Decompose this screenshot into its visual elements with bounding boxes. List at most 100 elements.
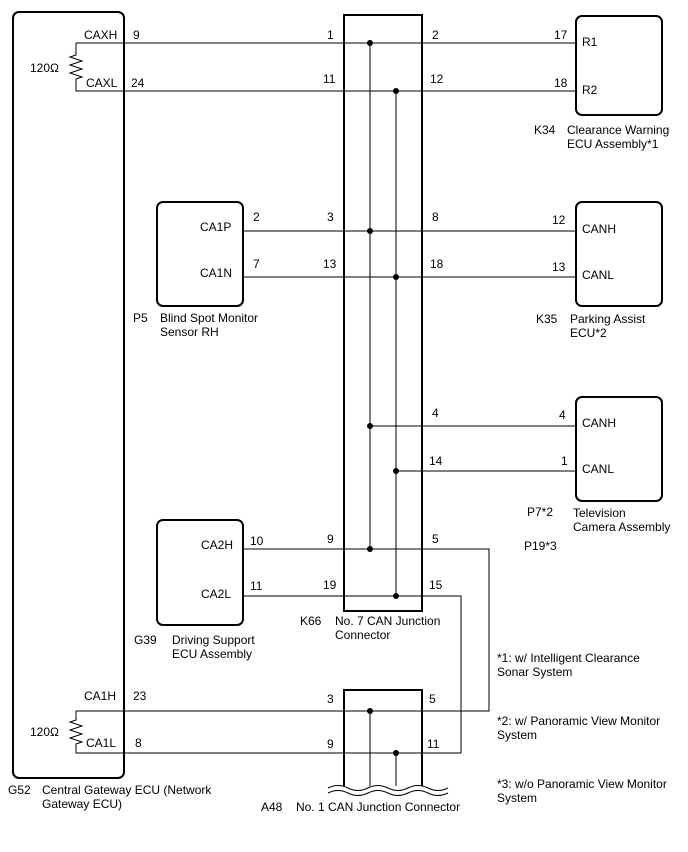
pin-name-ca1h: CA1H xyxy=(84,689,116,703)
pin-name-ca1n: CA1N xyxy=(200,266,232,280)
component-name-a48: No. 1 CAN Junction Connector xyxy=(296,800,460,814)
junction-dot xyxy=(367,40,373,46)
pin-number-ca1h: 23 xyxy=(133,689,147,703)
resistor-value-label: 120Ω xyxy=(30,61,59,75)
component-code-g52: G52 xyxy=(8,783,31,797)
junction-dot xyxy=(367,423,373,429)
no1-can-junction-box xyxy=(343,689,423,786)
junction-dot xyxy=(367,228,373,234)
ca1h-ca1l-terminating-resistor xyxy=(68,710,124,754)
k66-pin-18: 18 xyxy=(430,257,444,271)
pin-name-r2: R2 xyxy=(582,83,598,97)
resistor-value-label: 120Ω xyxy=(30,725,59,739)
pin-number-parking-canh: 12 xyxy=(552,213,566,227)
k66-pin-11: 11 xyxy=(323,72,336,86)
component-name-blind-spot-line2: Sensor RH xyxy=(160,325,219,339)
parking-assist-ecu-box xyxy=(575,201,663,307)
pin-number-ca1n: 7 xyxy=(253,257,260,271)
pin-number-ca2l: 11 xyxy=(250,579,263,593)
component-code-p19: P19*3 xyxy=(524,539,557,553)
component-name-parking-assist-line2: ECU*2 xyxy=(570,326,607,340)
pin-number-caxl: 24 xyxy=(131,76,145,90)
junction-dot xyxy=(393,88,399,94)
component-code-k34: K34 xyxy=(534,123,556,137)
a48-pin-11: 11 xyxy=(427,737,440,751)
pin-number-camera-canh: 4 xyxy=(559,408,566,422)
k66-pin-5: 5 xyxy=(432,532,439,546)
television-camera-box xyxy=(575,396,663,502)
component-code-a48: A48 xyxy=(261,800,283,814)
pin-name-camera-canl: CANL xyxy=(582,462,614,476)
component-name-k66-line2: Connector xyxy=(335,628,390,642)
k66-pin-4: 4 xyxy=(432,406,439,420)
pin-number-parking-canl: 13 xyxy=(552,260,566,274)
central-gateway-ecu-box xyxy=(12,11,125,779)
driving-support-ecu-box xyxy=(156,519,244,626)
note-3: *3: w/o Panoramic View Monitor xyxy=(497,777,667,791)
component-name-central-gateway-line2: Gateway ECU) xyxy=(42,797,122,811)
pin-number-r2: 18 xyxy=(554,76,568,90)
note-1: *1: w/ Intelligent Clearance xyxy=(497,651,640,665)
component-code-g39: G39 xyxy=(134,633,157,647)
component-code-k66: K66 xyxy=(300,614,322,628)
pin-name-ca2l: CA2L xyxy=(201,587,231,601)
component-name-driving-support: Driving Support xyxy=(172,633,255,647)
component-name-blind-spot: Blind Spot Monitor xyxy=(160,311,258,325)
component-name-clearance-warning-line2: ECU Assembly*1 xyxy=(567,137,659,151)
no1-junction-break-line-1 xyxy=(327,785,449,791)
pin-name-caxh: CAXH xyxy=(84,28,117,42)
pin-name-camera-canh: CANH xyxy=(582,416,616,430)
component-name-television-line2: Camera Assembly xyxy=(573,520,670,534)
a48-pin-5: 5 xyxy=(429,692,436,706)
k66-pin-12: 12 xyxy=(430,72,444,86)
pin-number-r1: 17 xyxy=(554,28,568,42)
component-name-clearance-warning: Clearance Warning xyxy=(567,123,669,137)
pin-number-ca1l: 8 xyxy=(135,736,142,750)
pin-number-camera-canl: 1 xyxy=(561,454,568,468)
pin-name-ca2h: CA2H xyxy=(201,538,233,552)
component-code-k35: K35 xyxy=(536,312,558,326)
k66-pin-14: 14 xyxy=(429,454,443,468)
pin-number-caxh: 9 xyxy=(133,28,140,42)
note-2: *2: w/ Panoramic View Monitor xyxy=(497,714,660,728)
junction-dot xyxy=(367,546,373,552)
a48-pin-9: 9 xyxy=(327,737,334,751)
pin-name-parking-canh: CANH xyxy=(582,222,616,236)
wire-junction-15-to-a48-11 xyxy=(422,595,462,754)
component-name-parking-assist: Parking Assist xyxy=(570,312,646,326)
k66-pin-3: 3 xyxy=(327,210,334,224)
component-code-p5: P5 xyxy=(133,311,148,325)
k66-pin-1: 1 xyxy=(327,28,334,42)
junction-dot xyxy=(393,750,399,756)
wire-junction-5-to-a48-5 xyxy=(422,548,490,712)
note-1-line2: Sonar System xyxy=(497,665,572,679)
k66-pin-8: 8 xyxy=(432,210,439,224)
component-code-p7: P7*2 xyxy=(527,505,553,519)
no1-junction-break-line-2 xyxy=(327,790,449,796)
note-2-line2: System xyxy=(497,728,537,742)
pin-name-ca1l: CA1L xyxy=(86,736,116,750)
no7-can-junction-box xyxy=(343,14,423,612)
note-3-line2: System xyxy=(497,791,537,805)
k66-pin-9: 9 xyxy=(327,532,334,546)
junction-dot xyxy=(367,708,373,714)
pin-number-ca2h: 10 xyxy=(250,534,264,548)
blind-spot-monitor-sensor-box xyxy=(156,201,244,307)
junction-dot xyxy=(393,593,399,599)
pin-name-parking-canl: CANL xyxy=(582,268,614,282)
pin-number-ca1p: 2 xyxy=(253,210,260,224)
pin-name-caxl: CAXL xyxy=(86,76,118,90)
component-name-central-gateway: Central Gateway ECU (Network xyxy=(42,783,212,797)
component-name-television: Television xyxy=(573,506,626,520)
k66-pin-19: 19 xyxy=(323,578,337,592)
a48-pin-3: 3 xyxy=(327,692,334,706)
k66-pin-13: 13 xyxy=(323,257,337,271)
component-name-driving-support-line2: ECU Assembly xyxy=(172,647,252,661)
clearance-warning-ecu-box xyxy=(575,15,663,116)
pin-name-r1: R1 xyxy=(582,35,598,49)
caxh-caxl-terminating-resistor xyxy=(68,42,124,92)
junction-dot xyxy=(393,468,399,474)
component-name-k66: No. 7 CAN Junction xyxy=(335,614,440,628)
pin-name-ca1p: CA1P xyxy=(200,220,231,234)
k66-pin-2: 2 xyxy=(432,28,439,42)
